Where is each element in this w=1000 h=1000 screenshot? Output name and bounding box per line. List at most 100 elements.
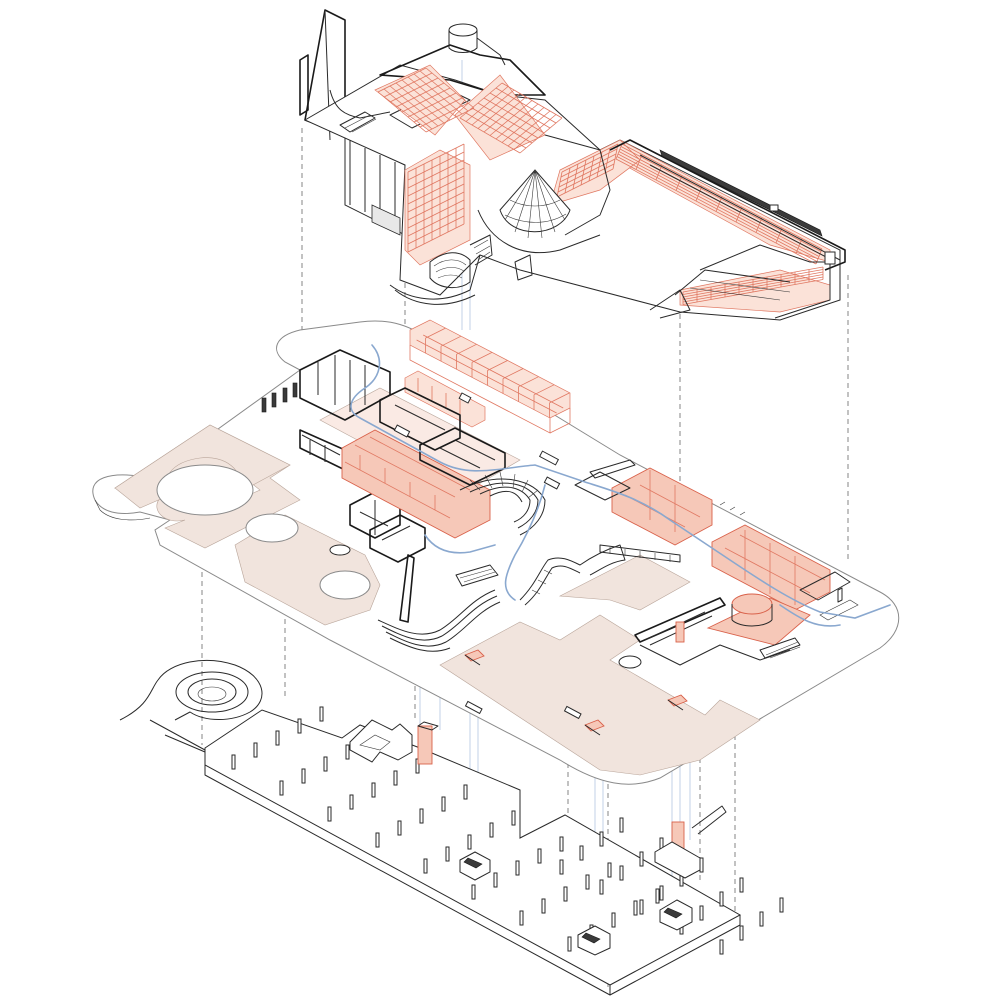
roof-grid-line — [377, 67, 427, 93]
roof-grid-line — [495, 103, 539, 140]
roof-grid-line — [407, 223, 465, 253]
planters — [393, 392, 688, 736]
plaza-sculpture — [519, 544, 681, 606]
roof-grid-line — [465, 86, 509, 122]
highlighted-room — [341, 429, 491, 539]
parking-column — [579, 845, 584, 861]
roof-grid — [377, 67, 824, 305]
parking-column — [537, 848, 542, 864]
parking-column — [493, 872, 498, 888]
roof-drum — [448, 23, 506, 66]
parking-column — [275, 730, 280, 746]
roof-grid-line — [618, 151, 820, 257]
roof-grid-line — [407, 143, 465, 173]
parking-column — [599, 879, 604, 895]
conical-skylight — [477, 169, 601, 254]
roof-grid-line — [620, 146, 822, 252]
parking-column — [739, 877, 744, 893]
roof-grid-line — [407, 167, 465, 197]
parking-ramp-outer — [119, 659, 263, 721]
parking-column — [611, 912, 616, 928]
curved-walls — [377, 554, 501, 652]
amphitheatre — [459, 471, 546, 536]
roof-grid-line — [483, 96, 527, 133]
roof-grid-line — [389, 77, 439, 103]
parking-column — [345, 744, 350, 760]
highlighted-room — [611, 467, 713, 546]
parking-column — [619, 817, 624, 833]
circulation-path — [350, 344, 891, 619]
parking-column — [297, 718, 302, 734]
roof-grid-line — [407, 151, 465, 181]
core-elevator — [417, 725, 433, 765]
parking-column — [445, 846, 450, 862]
parking-column — [719, 891, 724, 907]
roof-grid-line — [682, 279, 824, 305]
highlighted-room — [404, 370, 486, 428]
parking-ramp-core — [197, 686, 227, 702]
parking-column — [279, 780, 284, 796]
parking-column — [559, 859, 564, 875]
parking-column — [739, 925, 744, 941]
parking-ramp-edge — [149, 719, 206, 751]
parking-column — [607, 862, 612, 878]
roof-grid-line — [407, 199, 465, 229]
parking-column — [441, 796, 446, 812]
roof-grid-line — [561, 143, 619, 173]
circulation-paths — [350, 344, 891, 627]
roof-grid-line — [580, 159, 587, 186]
parking-column — [585, 874, 590, 890]
parking-column — [599, 831, 604, 847]
parking-column — [659, 885, 664, 901]
parking-slab — [204, 709, 742, 986]
parking-column — [415, 758, 420, 774]
east-wing — [609, 139, 846, 319]
skylight — [618, 655, 642, 669]
core-south — [577, 899, 693, 956]
parking-column — [699, 905, 704, 921]
circulation-path — [504, 484, 546, 601]
roof-grid-line — [513, 114, 557, 150]
parking-column — [467, 834, 472, 850]
parking-ramp-loop — [175, 671, 249, 713]
parking-column — [559, 836, 564, 852]
parking-ramp-edge — [164, 734, 206, 753]
parking-column — [423, 858, 428, 874]
roof-grid-line — [407, 159, 465, 189]
roof-grid-line — [559, 153, 617, 183]
roof-grid-line — [383, 72, 433, 98]
parking-column — [655, 888, 660, 904]
parking-column — [327, 806, 332, 822]
hardscape-zone — [558, 554, 691, 611]
parking-column — [567, 936, 572, 952]
roof-grid-line — [572, 163, 579, 190]
ground-level — [92, 319, 900, 785]
parking-column — [639, 899, 644, 915]
roof-grid-line — [604, 147, 611, 174]
parking-column — [511, 810, 516, 826]
highlighted-rotunda — [731, 593, 773, 615]
parking-column — [541, 898, 546, 914]
roof-grid-line — [407, 92, 457, 118]
roof-grid-line — [395, 82, 445, 108]
parking-column — [463, 784, 468, 800]
roof-grid-line — [489, 100, 533, 136]
parking-column — [619, 865, 624, 881]
roof-grid-line — [459, 82, 503, 119]
roof-grid-line — [564, 167, 571, 194]
roof-grid-line — [682, 266, 824, 293]
parking-column — [375, 832, 380, 848]
roof-grid-line — [588, 155, 595, 182]
roof-grid-line — [556, 171, 563, 198]
roof-grid-line — [682, 276, 824, 303]
roof-grid-line — [401, 87, 451, 113]
roof-grid-line — [407, 207, 465, 237]
parking-column — [231, 754, 236, 770]
parking-column — [301, 768, 306, 784]
roof-grid-line — [615, 158, 817, 265]
parking-column — [319, 706, 324, 722]
roof-level — [299, 9, 846, 321]
parking-column — [397, 820, 402, 836]
parking-column — [323, 756, 328, 772]
roof-grid-line — [558, 158, 616, 188]
